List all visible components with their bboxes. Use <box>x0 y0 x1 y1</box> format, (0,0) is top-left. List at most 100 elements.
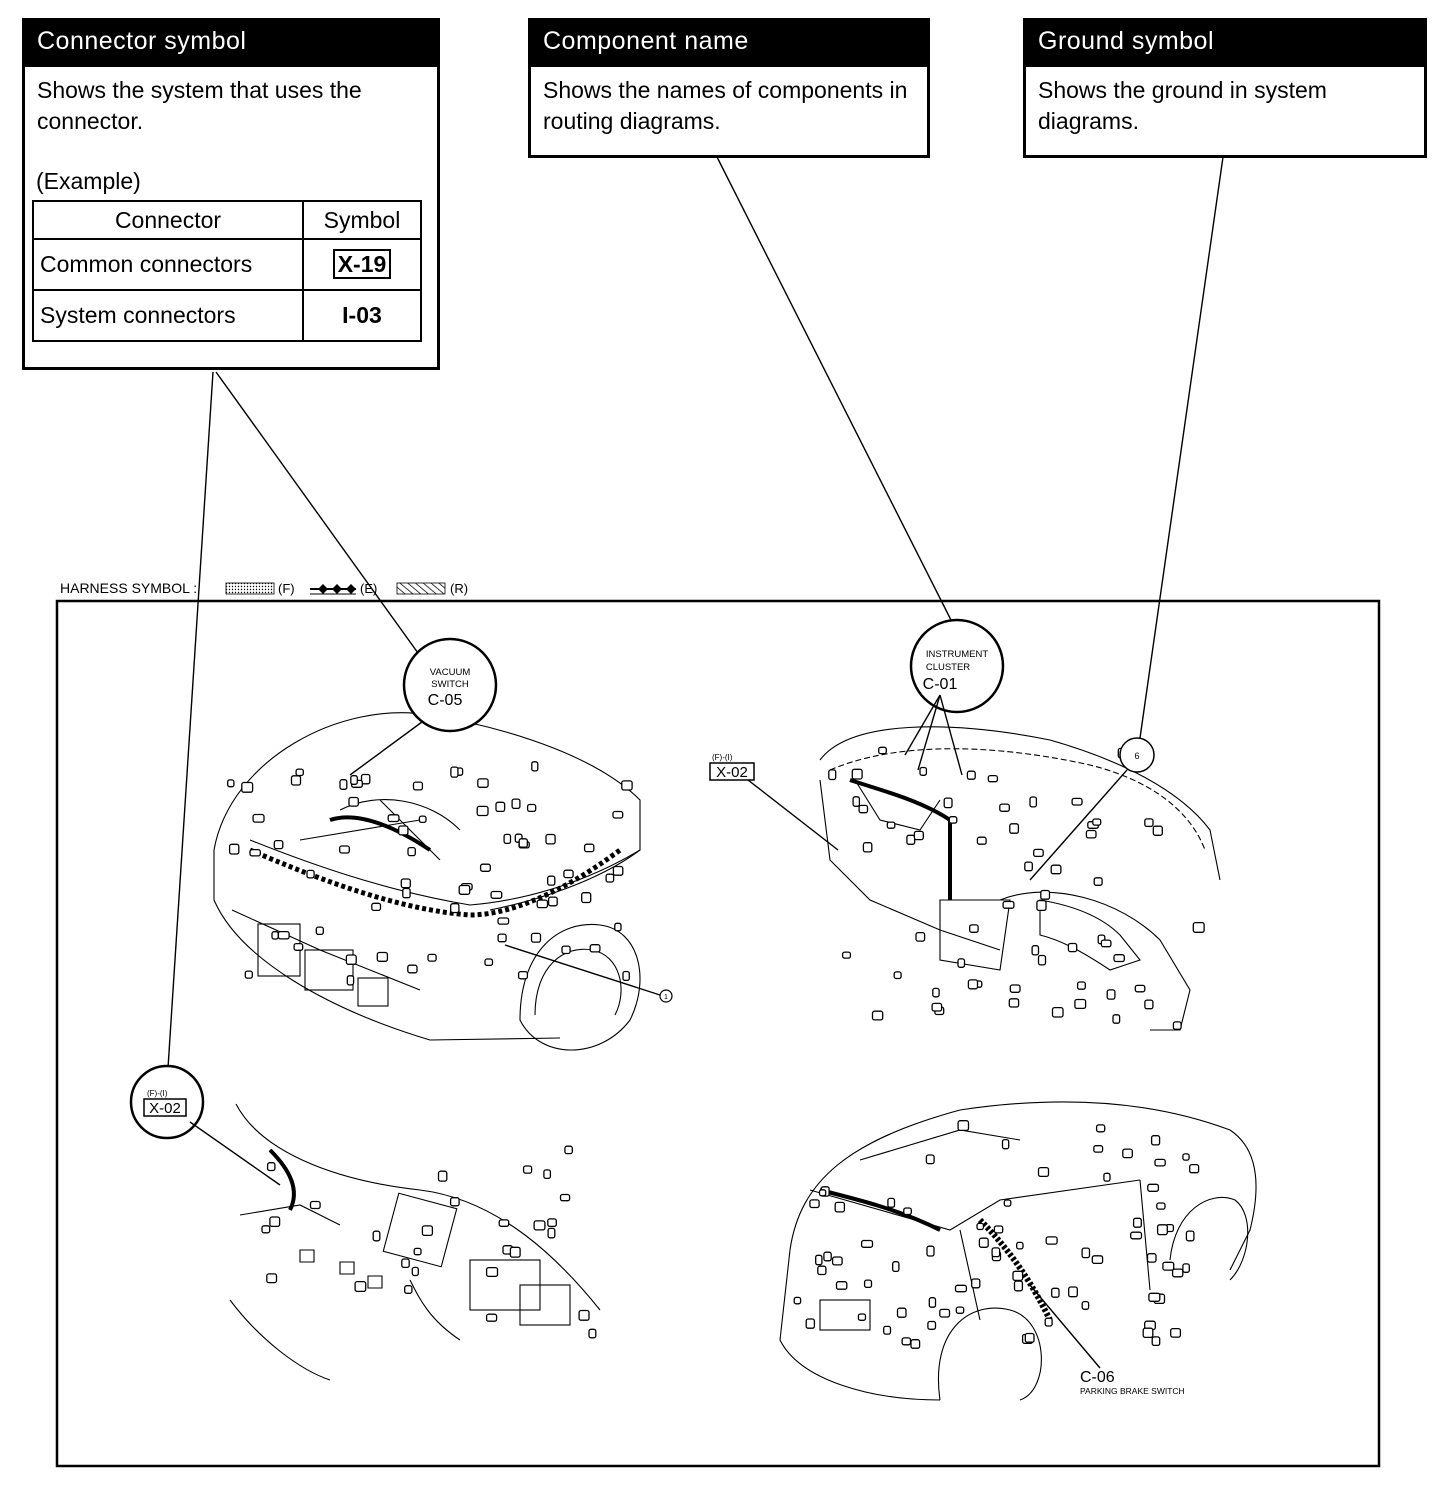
parking-brake-code: C-06 <box>1080 1369 1115 1386</box>
connector-mark <box>878 746 887 755</box>
connector-mark <box>490 890 503 899</box>
front-harness-label: (F) <box>278 581 295 596</box>
ground-symbol-title: Ground symbol <box>1026 21 1424 67</box>
connector-mark <box>1031 945 1040 956</box>
connector-mark <box>536 899 549 909</box>
connector-mark <box>228 843 240 855</box>
connector-mark <box>1146 1253 1157 1263</box>
connector-mark <box>1192 921 1205 933</box>
connector-mark <box>978 1237 989 1248</box>
rear-harness-swatch <box>396 582 446 595</box>
connector-mark <box>887 1197 896 1208</box>
connector-mark <box>893 971 902 980</box>
connector-mark <box>817 1265 827 1276</box>
connector-mark <box>1185 1230 1195 1242</box>
connector-mark <box>485 1266 499 1278</box>
connector-mark <box>793 1296 802 1305</box>
connector-mark <box>1106 989 1116 1000</box>
instrument-cluster-callout: INSTRUMENT CLUSTER C-01 <box>904 618 1005 776</box>
connector-mark <box>290 775 302 786</box>
connector-mark <box>835 1281 848 1290</box>
connector-mark <box>497 917 510 925</box>
connector-mark <box>928 1297 937 1308</box>
table-row: Common connectors X-19 <box>32 238 422 291</box>
x02-dash-prefix: (F)-(I) <box>712 753 733 762</box>
connector-mark <box>809 1199 820 1209</box>
x02-circle-callout: (F)-(I) X-02 <box>129 1064 281 1186</box>
connector-mark <box>497 933 507 943</box>
connector-mark <box>1150 1135 1161 1146</box>
connector-mark <box>932 987 940 998</box>
connector-mark <box>354 1280 367 1293</box>
connector-mark <box>249 848 261 857</box>
connector-mark <box>1152 825 1163 836</box>
instrument-cluster-name-line1: INSTRUMENT <box>926 649 988 660</box>
connector-mark <box>498 1219 510 1227</box>
connector-mark <box>1029 796 1038 808</box>
connector-mark <box>1172 1021 1182 1030</box>
connector-mark <box>583 843 595 853</box>
connector-mark <box>883 1325 892 1335</box>
connector-mark <box>871 1010 884 1021</box>
connector-mark <box>339 845 350 854</box>
connector-mark <box>931 1002 943 1012</box>
connector-mark <box>862 842 873 853</box>
connector-mark <box>271 931 279 940</box>
component-name-title: Component name <box>531 21 927 67</box>
connector-mark <box>906 834 916 845</box>
connector-mark <box>1074 998 1087 1010</box>
connector-mark <box>957 958 966 968</box>
connector-mark <box>479 863 491 872</box>
connector-mark <box>818 1189 827 1197</box>
connector-mark <box>458 884 471 895</box>
connector-symbol-title: Connector symbol <box>25 21 437 67</box>
connector-mark <box>999 803 1010 812</box>
connector-mark <box>621 780 633 791</box>
connector-mark <box>1113 954 1125 963</box>
connector-mark <box>371 902 382 912</box>
connector-mark <box>581 892 592 904</box>
connector-mark <box>1085 829 1097 839</box>
connector-mark <box>1036 899 1047 912</box>
connector-mark <box>1092 818 1102 826</box>
connector-mark <box>991 1247 1001 1258</box>
connector-mark <box>372 1230 381 1242</box>
connector-mark <box>526 803 537 813</box>
connector-mark <box>547 875 556 886</box>
connector-mark <box>927 1320 937 1330</box>
connector-mark <box>564 1145 573 1155</box>
connector-mark <box>1009 823 1020 834</box>
connector-mark <box>1100 939 1112 948</box>
connector-mark <box>1112 1014 1121 1024</box>
connector-mark <box>266 1273 278 1284</box>
connector-symbol-description: Shows the system that uses the connector… <box>37 77 362 134</box>
leader-lines <box>167 156 1224 1069</box>
dashboard-drawing <box>819 726 1221 1031</box>
connector-mark <box>476 805 489 817</box>
ground-6-callout: 6 <box>1029 737 1155 881</box>
connector-mark <box>1044 1317 1053 1327</box>
connector-mark <box>1008 998 1020 1008</box>
connector-mark <box>495 801 506 813</box>
connector-mark <box>517 970 529 980</box>
instrument-cluster-code: C-01 <box>923 676 958 693</box>
connector-mark <box>227 779 235 788</box>
connector-mark <box>547 896 558 907</box>
connector-mark <box>559 1193 571 1202</box>
connector-mark <box>400 878 411 889</box>
connector-mark <box>1003 1199 1012 1207</box>
connector-mark <box>1051 1287 1060 1298</box>
connector-mark <box>1122 1148 1133 1159</box>
instrument-cluster-name-line2: CLUSTER <box>926 662 970 673</box>
connector-mark <box>401 1258 410 1269</box>
connector-mark <box>404 1285 413 1294</box>
connector-mark <box>1093 877 1103 886</box>
vacuum-switch-callout: VACUUM SWITCH C-05 <box>349 637 498 776</box>
connector-mark <box>1050 864 1062 875</box>
connector-mark <box>834 1201 846 1213</box>
connector-mark <box>1132 1217 1142 1228</box>
connector-mark <box>901 1337 912 1346</box>
connector-mark <box>903 1207 912 1216</box>
connector-mark <box>1091 1255 1104 1265</box>
connector-mark <box>339 779 348 790</box>
